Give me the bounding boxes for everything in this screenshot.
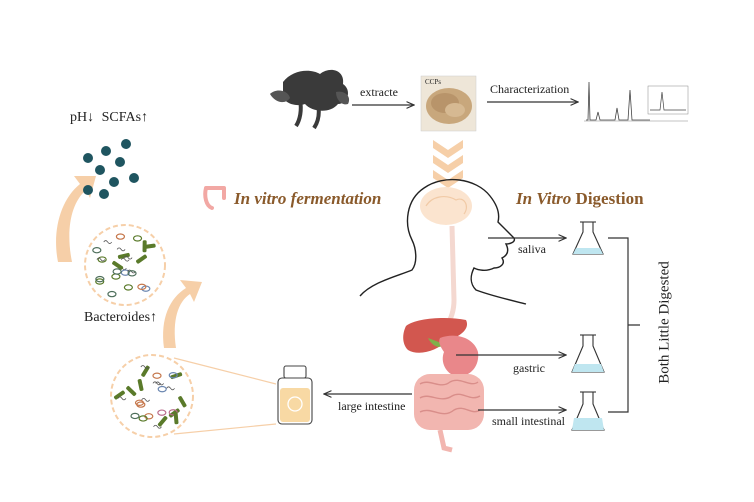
microbe-cell: [152, 372, 162, 379]
microbe-cell: [168, 372, 178, 379]
ph-text: pH: [70, 110, 88, 125]
microbe-cell: [126, 386, 137, 396]
microbe-cell: [130, 412, 140, 420]
microbe-cell: [107, 290, 117, 298]
microbe-cell: [120, 257, 130, 262]
zoom-line-bottom: [173, 423, 277, 435]
microbe-cell: [96, 257, 106, 262]
microbe-cell: [97, 256, 107, 263]
microbe-cell: [123, 255, 133, 260]
microbe-cell: [155, 381, 165, 386]
microbe-cell: [157, 416, 168, 427]
microbe-cell: [112, 268, 122, 275]
microbe-cell: [166, 386, 175, 391]
bacteroides-up-arrow: ↑: [150, 310, 158, 325]
microbe-cell: [127, 270, 137, 277]
microbe-cell: [117, 396, 127, 401]
microbe-cell: [127, 269, 136, 274]
microbe-cell: [140, 365, 150, 369]
microbe-cell: [95, 275, 105, 283]
microbe-cell: [178, 396, 187, 408]
scfa-dots: [83, 139, 139, 199]
microbiota-circle-bottom: [110, 354, 194, 438]
in-vitro-digestion-title: In Vitro Digestion: [516, 189, 644, 209]
microbe-cell: [138, 415, 148, 422]
scfas-up-arrow: ↑: [141, 110, 149, 125]
flask-gastric-icon: [571, 334, 605, 373]
microbe-cell: [157, 409, 167, 416]
down-chevrons-icon: [433, 140, 463, 188]
digestion-text: Digestion: [575, 189, 644, 208]
large-intestine-label: large intestine: [338, 399, 406, 413]
in-vitro-italic-text: In Vitro: [516, 189, 572, 208]
mushroom-icon: [270, 69, 350, 130]
flask-small-intestinal-icon: [571, 391, 605, 431]
microbe-cell: [92, 247, 102, 254]
microbe-cell: [137, 379, 144, 392]
microbe-cell: [103, 240, 113, 244]
ccps-powder-image: [420, 75, 477, 132]
microbe-cell: [132, 235, 143, 242]
microbe-cell: [95, 278, 105, 285]
microbe-cell: [152, 381, 162, 386]
ph-down-arrow: ↓: [87, 110, 95, 125]
ccps-label: CCPs: [425, 78, 441, 86]
microbe-cell: [157, 385, 167, 393]
digestion-bracket: [608, 237, 640, 413]
scfas-text: SCFAs: [101, 110, 142, 125]
gastric-label: gastric: [513, 361, 545, 375]
saliva-label: saliva: [518, 242, 546, 256]
characterization-label: Characterization: [490, 82, 570, 96]
microbe-cell: [134, 399, 145, 407]
flask-saliva-icon: [572, 221, 604, 255]
microbe-cell: [117, 252, 130, 259]
microbe-cell: [141, 397, 150, 402]
microbe-cell: [123, 284, 133, 291]
bacteroides-label: Bacteroides↑: [84, 310, 157, 326]
microbiota-circle-top: [84, 224, 166, 306]
ph-scfas-label: pH↓ SCFAs↑: [70, 110, 148, 126]
both-little-digested-label: Both Little Digested: [656, 261, 673, 384]
curved-arrow-upper: [56, 176, 96, 262]
microbe-cell: [142, 240, 147, 253]
curved-arrow-lower: [163, 280, 202, 348]
bacteroides-text: Bacteroides: [84, 310, 151, 325]
microbe-cell: [115, 233, 126, 240]
fermentation-bottle-icon: [277, 365, 313, 425]
microbe-cell: [173, 412, 179, 425]
extracte-label: extracte: [360, 85, 398, 99]
microbe-cell: [137, 283, 147, 291]
chromatogram-chart: [582, 78, 690, 122]
microbe-cell: [112, 260, 124, 270]
microbe-cell: [113, 390, 125, 400]
small-intestinal-label: small intestinal: [492, 414, 565, 428]
microbe-cell: [116, 247, 126, 252]
zoom-line-top: [173, 357, 277, 385]
microbe-cell: [153, 424, 162, 429]
intestine-icon: [203, 186, 226, 210]
microbe-cell: [168, 409, 178, 416]
human-head-outline: [359, 178, 527, 328]
in-vitro-fermentation-title: In vitro fermentation: [234, 189, 382, 208]
microbe-cell: [136, 254, 147, 264]
digestive-system-icon: [403, 318, 484, 453]
